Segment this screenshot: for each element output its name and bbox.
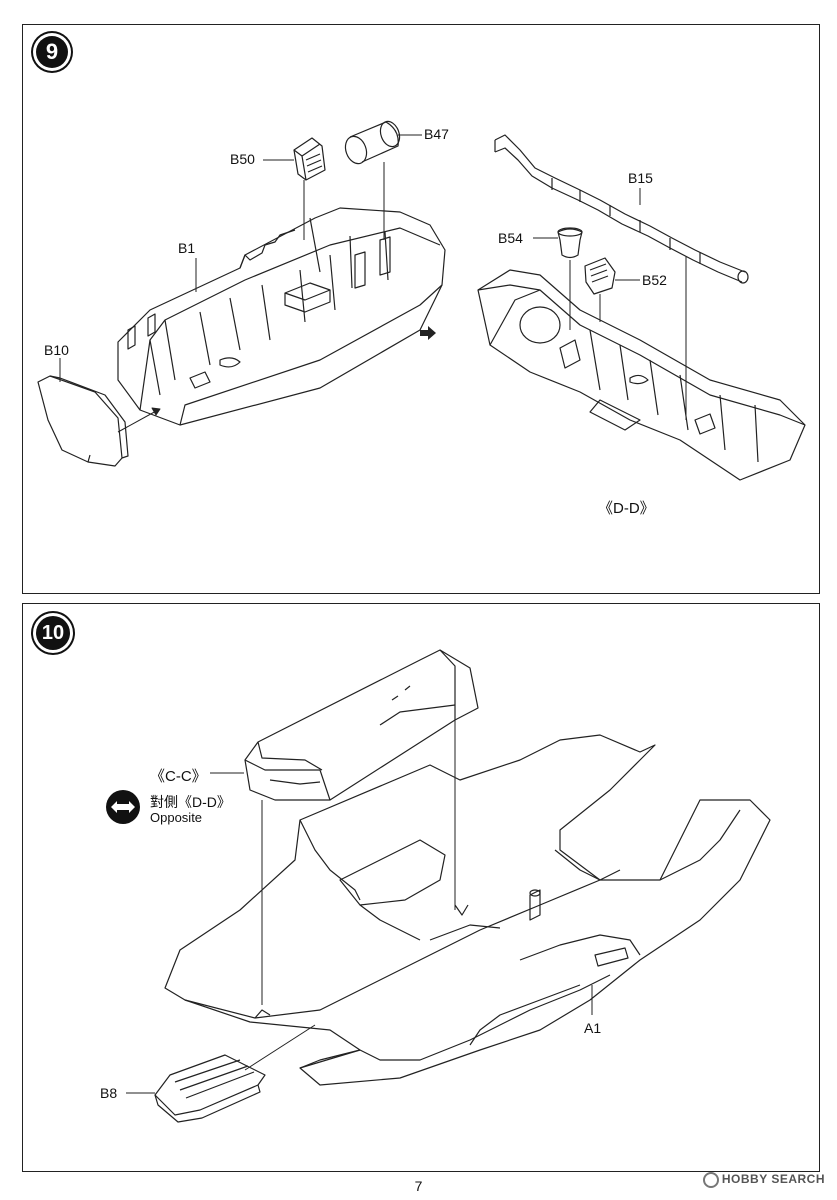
- fuselage-a1-drawing: [164, 734, 771, 1086]
- label-b50: B50: [230, 151, 255, 167]
- label-b54: B54: [498, 230, 523, 246]
- part-b8-drawing: [154, 1054, 266, 1123]
- part-b54-drawing: [557, 227, 583, 259]
- label-a1: A1: [584, 1020, 602, 1036]
- watermark-text: HOBBY SEARCH: [721, 1172, 825, 1187]
- step9-left-leaders: [59, 134, 422, 433]
- cockpit-insert-cc-drawing: [244, 649, 479, 801]
- step-10-panel: [22, 603, 820, 1172]
- opposite-label-en: Opposite: [150, 810, 203, 825]
- opposite-label-cn: 對側《D-D》: [150, 794, 231, 810]
- watermark-logo-icon: [702, 1172, 719, 1188]
- step-9-badge: 9: [36, 36, 68, 68]
- step9-right-leaders: [533, 188, 687, 420]
- label-b47: B47: [424, 126, 449, 142]
- part-b15-drawing: [494, 134, 749, 284]
- label-b8: B8: [100, 1085, 118, 1101]
- part-b10-drawing: [37, 375, 129, 467]
- double-arrow-icon: [106, 790, 140, 824]
- view-label-cc: 《C-C》: [150, 768, 207, 785]
- right-arrow-icon: [420, 326, 436, 340]
- part-b50-drawing: [293, 137, 326, 181]
- label-b10: B10: [44, 342, 69, 358]
- part-b47-drawing: [344, 120, 401, 165]
- step-9-panel: [22, 24, 820, 594]
- part-b52-drawing: [584, 257, 616, 295]
- step10-leaders: [126, 720, 593, 1094]
- watermark: HOBBY SEARCH: [702, 1172, 825, 1188]
- cockpit-tub-b1-drawing: [117, 207, 446, 426]
- cockpit-tub-right-drawing: [477, 269, 806, 481]
- view-label-dd: 《D-D》: [598, 500, 655, 517]
- page-number: 7: [414, 1178, 423, 1194]
- step-10-badge: 10: [36, 616, 70, 650]
- label-b1: B1: [178, 240, 196, 256]
- label-b52: B52: [642, 272, 667, 288]
- label-b15: B15: [628, 170, 653, 186]
